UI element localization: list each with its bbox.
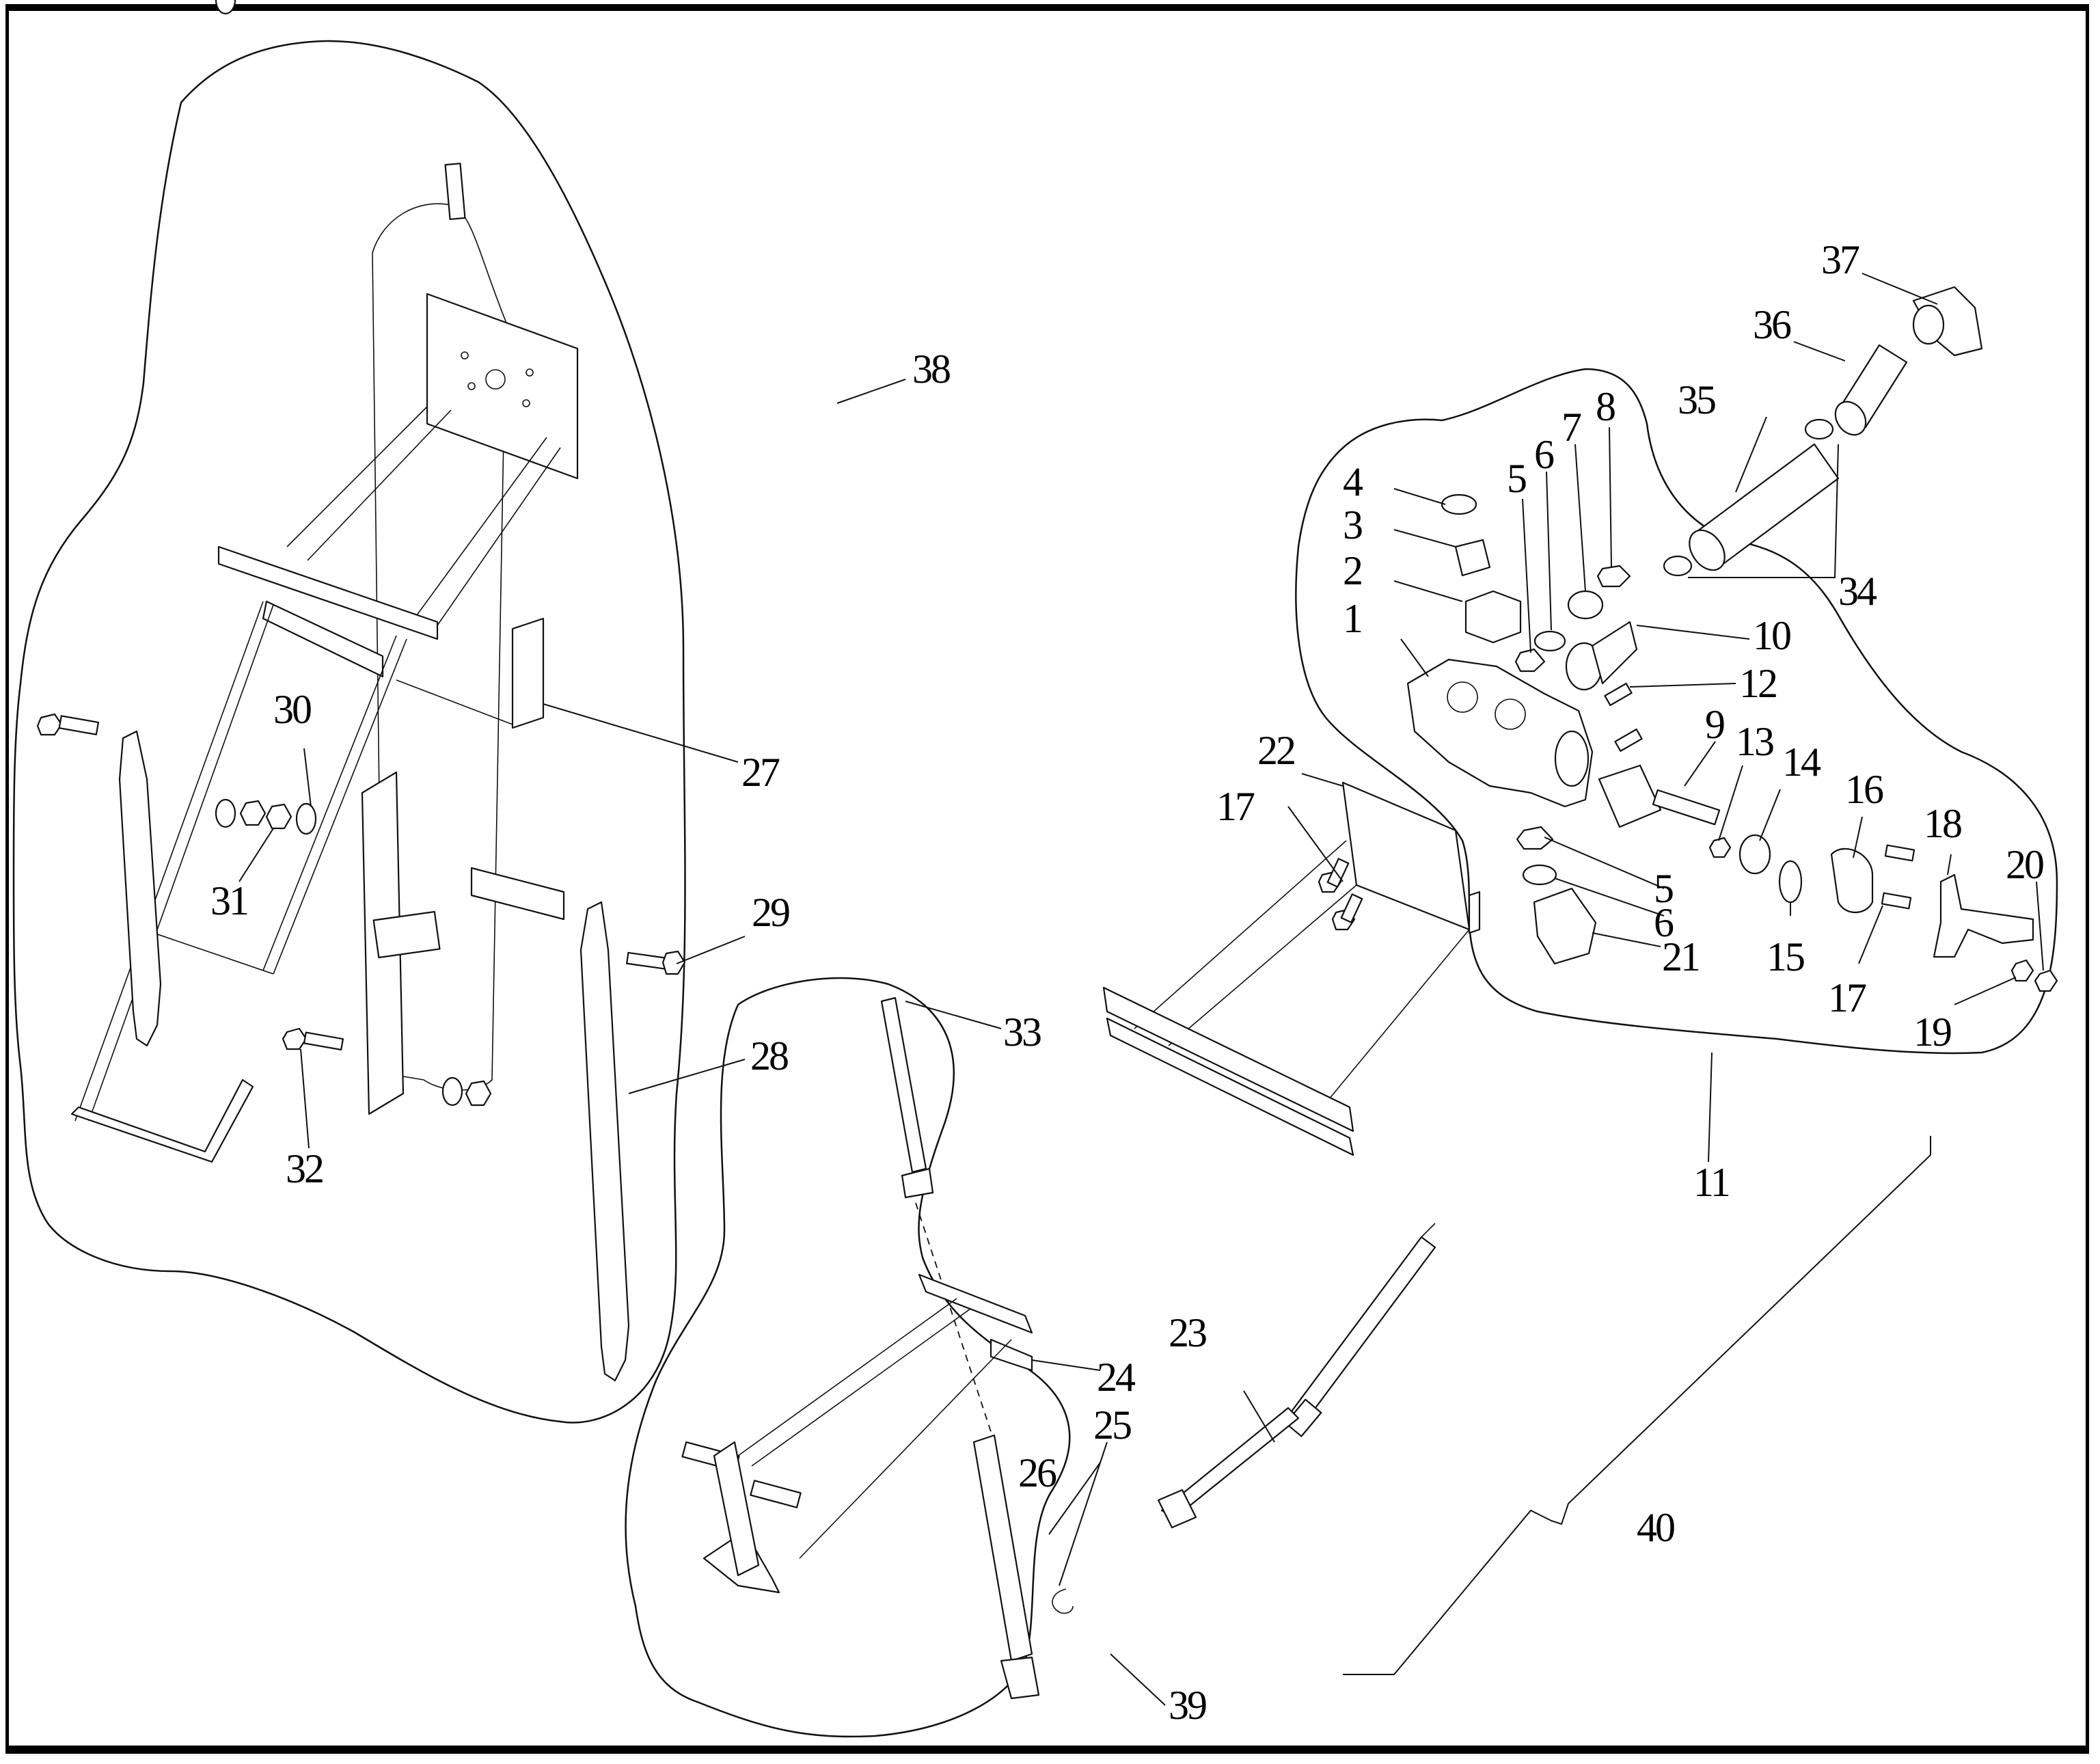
pedal-parts xyxy=(681,996,1074,1700)
page-border xyxy=(5,4,2089,1754)
callout-29: 29 xyxy=(752,890,789,935)
callout-23: 23 xyxy=(1169,1310,1206,1355)
callout-19: 19 xyxy=(1913,1009,1951,1055)
callout-1: 1 xyxy=(1343,596,1361,641)
callout-3: 3 xyxy=(1343,502,1362,547)
callout-27: 27 xyxy=(741,750,780,795)
callout-35: 35 xyxy=(1678,377,1715,422)
callout-12: 12 xyxy=(1739,661,1776,706)
callout-25: 25 xyxy=(1093,1402,1131,1448)
throttle-cable xyxy=(1157,1223,1436,1529)
callout-16: 16 xyxy=(1845,767,1883,812)
callout-32: 32 xyxy=(286,1146,323,1191)
callout-10: 10 xyxy=(1753,613,1790,658)
callout-40: 40 xyxy=(1637,1505,1674,1550)
callout-22: 22 xyxy=(1257,728,1294,773)
callout-8: 8 xyxy=(1596,384,1615,429)
callout-13: 13 xyxy=(1736,719,1773,764)
callout-5a: 5 xyxy=(1507,456,1526,501)
valve-parts xyxy=(1406,286,2058,992)
group-11-outline xyxy=(1295,368,2058,1055)
callout-18: 18 xyxy=(1924,801,1961,846)
callout-33: 33 xyxy=(1003,1009,1041,1055)
callout-26: 26 xyxy=(1018,1450,1056,1495)
callout-7: 7 xyxy=(1562,405,1581,450)
callout-6b: 6 xyxy=(1654,900,1674,945)
callout-39: 39 xyxy=(1169,1683,1206,1728)
callouts: 38 27 30 31 29 28 32 33 24 25 26 39 23 2… xyxy=(210,237,2045,1728)
callout-38: 38 xyxy=(912,347,950,392)
callout-31: 31 xyxy=(210,878,247,923)
mounting-bracket xyxy=(1102,781,1481,1156)
frame-parts xyxy=(36,0,686,1382)
callout-34: 34 xyxy=(1838,569,1877,614)
callout-2: 2 xyxy=(1343,548,1361,593)
callout-5b: 5 xyxy=(1654,866,1673,911)
callout-28: 28 xyxy=(750,1033,788,1078)
callout-21: 21 xyxy=(1662,934,1699,979)
callout-24: 24 xyxy=(1097,1355,1136,1400)
callout-36: 36 xyxy=(1753,302,1791,347)
callout-15: 15 xyxy=(1767,934,1804,979)
callout-14: 14 xyxy=(1782,739,1821,785)
callout-17b: 17 xyxy=(1828,975,1866,1020)
group-38-outline xyxy=(12,40,686,1424)
callout-11: 11 xyxy=(1693,1160,1729,1205)
callout-9: 9 xyxy=(1705,702,1724,747)
callout-4: 4 xyxy=(1343,459,1363,504)
callout-30: 30 xyxy=(273,687,311,732)
callout-17a: 17 xyxy=(1216,784,1255,829)
callout-20: 20 xyxy=(2006,842,2043,887)
callout-6a: 6 xyxy=(1534,432,1554,477)
callout-37: 37 xyxy=(1821,237,1859,282)
leader-lines xyxy=(238,273,2044,1706)
